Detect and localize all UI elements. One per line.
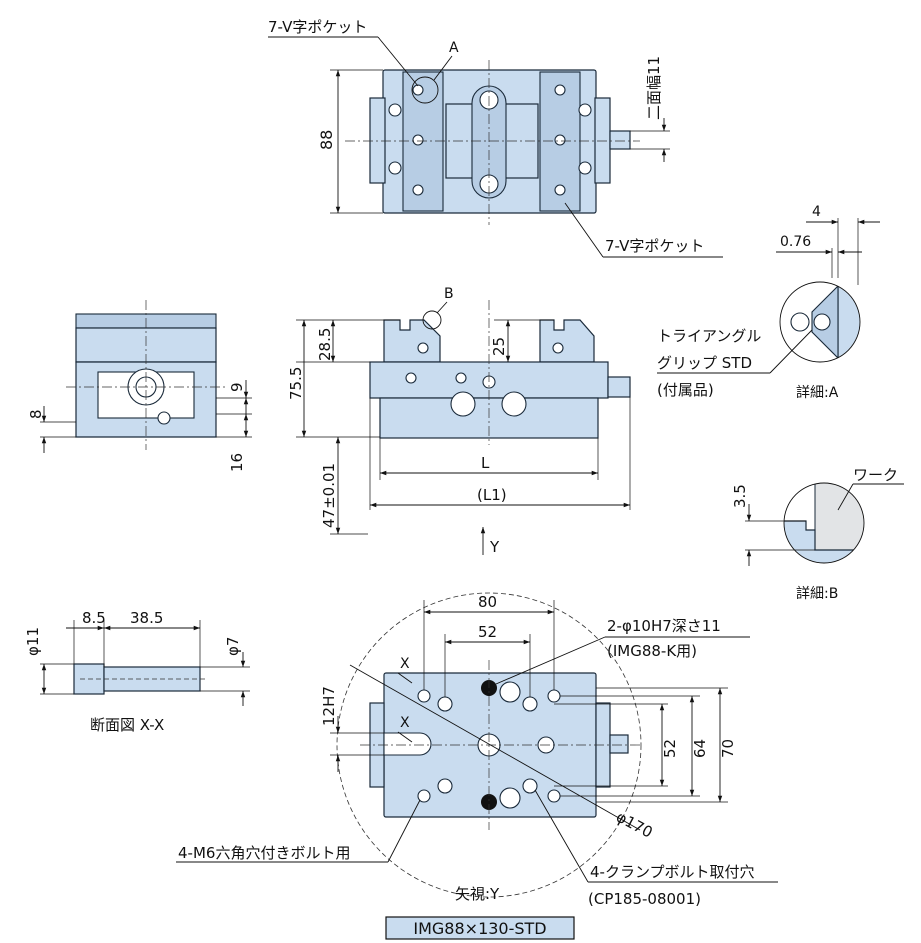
- detail-a-title: 詳細:A: [796, 385, 839, 401]
- detail-a-jaw: [837, 282, 860, 362]
- dim-8: 8: [27, 409, 45, 419]
- clamp-circle-phi170: [336, 592, 642, 898]
- top-view-hole: [388, 161, 402, 175]
- side-view-left-jaw: [383, 319, 441, 363]
- dim-9: 9: [228, 382, 246, 392]
- dim-88: 88: [317, 130, 336, 150]
- detail-b: ワーク 3.5 詳細:B: [731, 466, 904, 602]
- dim-3-5: 3.5: [731, 484, 749, 508]
- end-view: 8 9 16: [27, 300, 252, 472]
- side-view-right-jaw: [539, 319, 595, 363]
- top-view-hole: [578, 103, 592, 117]
- dim-8-5: 8.5: [82, 609, 106, 627]
- detail-a: 4 0.76 トライアングル グリップ STD (付属品) 詳細:A: [657, 204, 880, 401]
- model-label-box: IMG88×130-STD: [385, 916, 575, 940]
- detail-b-title: 詳細:B: [796, 586, 838, 602]
- detail-b-circle: [422, 310, 442, 330]
- grip-label-line3: (付属品): [657, 381, 714, 399]
- phi170-leader: [349, 664, 641, 831]
- dim-phi-11: φ11: [24, 627, 42, 656]
- dim-16: 16: [228, 453, 246, 472]
- top-view-hole: [578, 161, 592, 175]
- bolt-note: 4-M6六角穴付きボルト用: [178, 844, 350, 862]
- top-view-left-flange: [369, 97, 386, 184]
- dim-phi-7: φ7: [224, 637, 242, 656]
- dim-L1: (L1): [477, 486, 507, 504]
- v-pocket-label-bottom: 7-V字ポケット: [605, 237, 704, 255]
- section-mark-2: X: [400, 715, 410, 731]
- detail-b-marker: B: [444, 286, 454, 302]
- grip-label-line1: トライアングル: [657, 327, 761, 345]
- dim-75-5: 75.5: [287, 367, 305, 400]
- top-view-hole: [554, 84, 566, 96]
- dim-64: 64: [691, 739, 709, 758]
- top-view-hole: [412, 84, 424, 96]
- dim-38-5: 38.5: [130, 609, 163, 627]
- model-label: IMG88×130-STD: [413, 919, 546, 938]
- dim-25: 25: [490, 337, 508, 356]
- workpiece: [814, 483, 864, 551]
- hole-note-line2: (IMG88-K用): [607, 642, 697, 660]
- v-pocket-label-top: 7-V字ポケット: [268, 18, 367, 36]
- dim-12h7: 12H7: [320, 686, 338, 726]
- work-label: ワーク: [853, 466, 898, 484]
- section-xx: φ11 8.5 38.5 φ7 断面図 X-X: [24, 609, 250, 734]
- side-view: B 75.5 28.5 25 47±0.01 L (L1) Y: [287, 286, 631, 556]
- top-view-hole: [554, 184, 566, 196]
- dim-47: 47±0.01: [320, 463, 338, 528]
- clamp-note-line2: (CP185-08001): [588, 890, 701, 908]
- top-view-shaft: [609, 130, 631, 150]
- clamp-note-line1: 4-クランプボルト取付穴: [590, 863, 755, 881]
- side-view-shaft: [607, 376, 631, 398]
- top-view-hole: [412, 184, 424, 196]
- view-dir-y: Y: [489, 538, 500, 556]
- section-title: 断面図 X-X: [90, 716, 164, 734]
- top-view-right-flange: [594, 97, 611, 184]
- detail-a-marker: A: [449, 40, 459, 56]
- bottom-view-shaft: [609, 734, 629, 754]
- dim-80: 80: [478, 593, 497, 611]
- top-view-hole: [554, 134, 566, 146]
- dim-flat-width: 二面幅11: [645, 56, 663, 120]
- view-title: 矢視:Y: [455, 885, 500, 903]
- dim-L: L: [481, 454, 490, 472]
- top-view-hole: [412, 134, 424, 146]
- dim-70: 70: [719, 739, 737, 758]
- dim-4: 4: [812, 204, 821, 220]
- section-mark-1: X: [400, 656, 410, 672]
- dim-52-top: 52: [478, 623, 497, 641]
- dim-28-5: 28.5: [316, 328, 334, 361]
- grip-label-line2: グリップ STD: [657, 354, 752, 372]
- dim-phi-170: φ170: [613, 808, 655, 842]
- detail-a-circle: [411, 76, 439, 104]
- dim-0-76: 0.76: [780, 234, 811, 250]
- hole-note-line1: 2-φ10H7深さ11: [607, 617, 721, 635]
- dim-52-right: 52: [661, 739, 679, 758]
- slot: [383, 732, 432, 756]
- top-view-hole: [388, 103, 402, 117]
- top-view: 88 二面幅11 7-V字ポケット A 7-V字ポケット: [268, 18, 723, 258]
- bottom-view: 80 52 2-φ10H7深さ11 (IMG88-K用) 12H7 X X 52…: [176, 592, 778, 908]
